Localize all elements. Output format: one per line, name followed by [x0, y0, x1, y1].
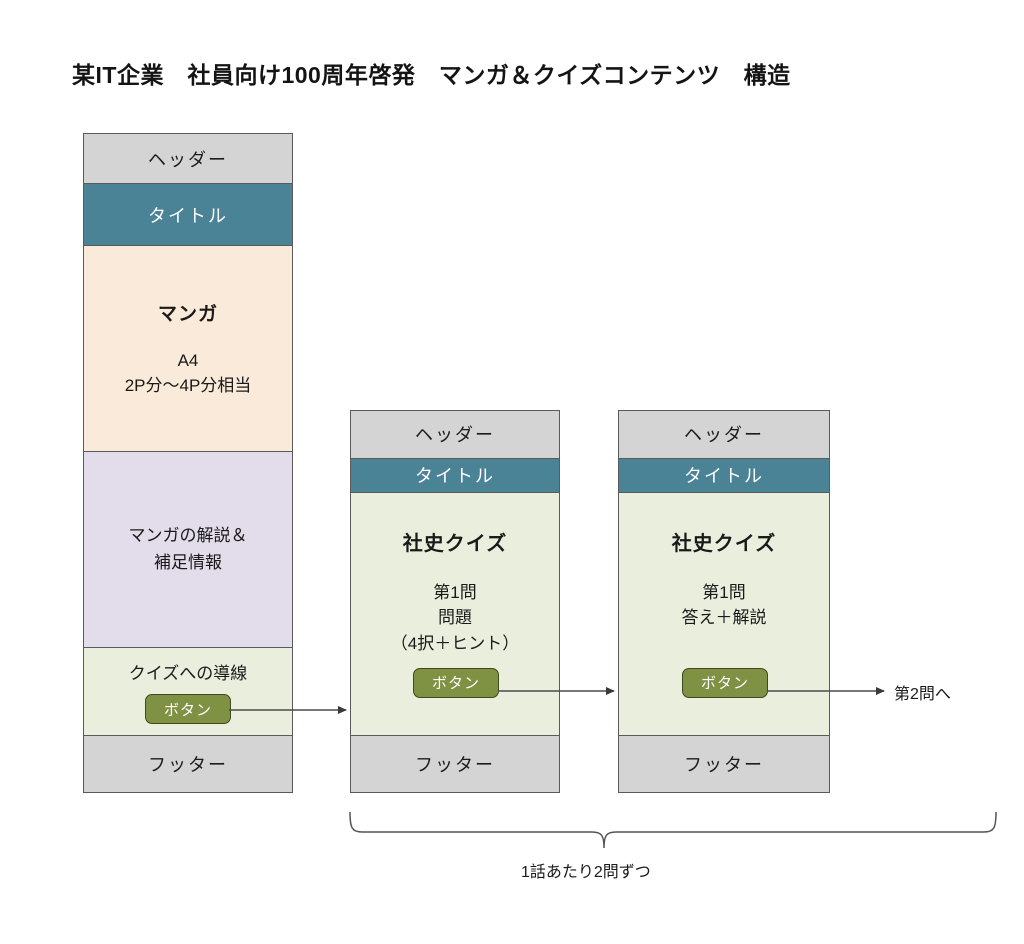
panel1-manga-sub: A4 2P分〜4P分相当	[124, 350, 252, 396]
panel3-footer-label: フッター	[684, 755, 764, 776]
panel1-footer-band: フッター	[84, 736, 292, 792]
panel1-quiz-button[interactable]: ボタン	[145, 694, 231, 724]
panel2-footer-label: フッター	[415, 755, 495, 776]
panel3-title-label: タイトル	[684, 466, 764, 487]
panel-manga-page[interactable]: ヘッダー タイトル マンガ A4 2P分〜4P分相当 マンガの解説＆ 補足情報 …	[83, 133, 293, 793]
panel2-quiz-band: 社史クイズ 第1問 問題 （4択＋ヒント） ボタン	[351, 492, 559, 737]
panel3-quiz-body: 第1問 答え＋解説	[681, 582, 767, 628]
panel3-quiz-heading: 社史クイズ	[671, 532, 777, 555]
panel1-footer-label: フッター	[148, 755, 228, 775]
panel1-header-label: ヘッダー	[148, 149, 228, 170]
panel-quiz-answer-page[interactable]: ヘッダー タイトル 社史クイズ 第1問 答え＋解説 ボタン フッター	[618, 410, 830, 793]
panel1-title-band: タイトル	[84, 184, 292, 246]
panel1-cta-band: クイズへの導線 ボタン	[84, 648, 292, 736]
next-question-label: 第2問へ	[894, 686, 951, 703]
panel3-quiz-band: 社史クイズ 第1問 答え＋解説 ボタン	[619, 492, 829, 737]
panel2-title-band: タイトル	[351, 458, 559, 493]
panel2-title-label: タイトル	[415, 466, 495, 487]
panel1-cta-label: クイズへの導線	[128, 664, 248, 683]
panel2-next-button-label: ボタン	[431, 675, 480, 693]
panel2-quiz-heading: 社史クイズ	[402, 532, 508, 555]
panel1-manga-band: マンガ A4 2P分〜4P分相当	[84, 246, 292, 452]
panel1-manga-heading: マンガ	[157, 303, 218, 325]
panel1-quiz-button-label: ボタン	[163, 701, 212, 719]
panel3-next-button[interactable]: ボタン	[682, 667, 768, 698]
panel3-header-band: ヘッダー	[619, 411, 829, 459]
panel1-explanation-band: マンガの解説＆ 補足情報	[84, 452, 292, 648]
panel3-footer-band: フッター	[619, 736, 829, 792]
panel2-header-band: ヘッダー	[351, 411, 559, 459]
panel2-quiz-body: 第1問 問題 （4択＋ヒント）	[390, 582, 520, 653]
panel2-footer-band: フッター	[351, 736, 559, 792]
panel1-explanation-text: マンガの解説＆ 補足情報	[128, 526, 248, 572]
brace-caption: 1話あたり2問ずつ	[521, 864, 651, 881]
panel1-title-label: タイトル	[148, 205, 228, 226]
panel3-header-label: ヘッダー	[684, 425, 764, 446]
panel3-title-band: タイトル	[619, 458, 829, 493]
panel2-next-button[interactable]: ボタン	[413, 667, 499, 698]
panel2-header-label: ヘッダー	[415, 425, 495, 446]
page-title: 某IT企業 社員向け100周年啓発 マンガ＆クイズコンテンツ 構造	[72, 62, 791, 88]
brace-two-questions	[349, 811, 997, 849]
panel3-next-button-label: ボタン	[700, 675, 749, 693]
panel-quiz-question-page[interactable]: ヘッダー タイトル 社史クイズ 第1問 問題 （4択＋ヒント） ボタン フッター	[350, 410, 560, 793]
panel1-header-band: ヘッダー	[84, 134, 292, 184]
